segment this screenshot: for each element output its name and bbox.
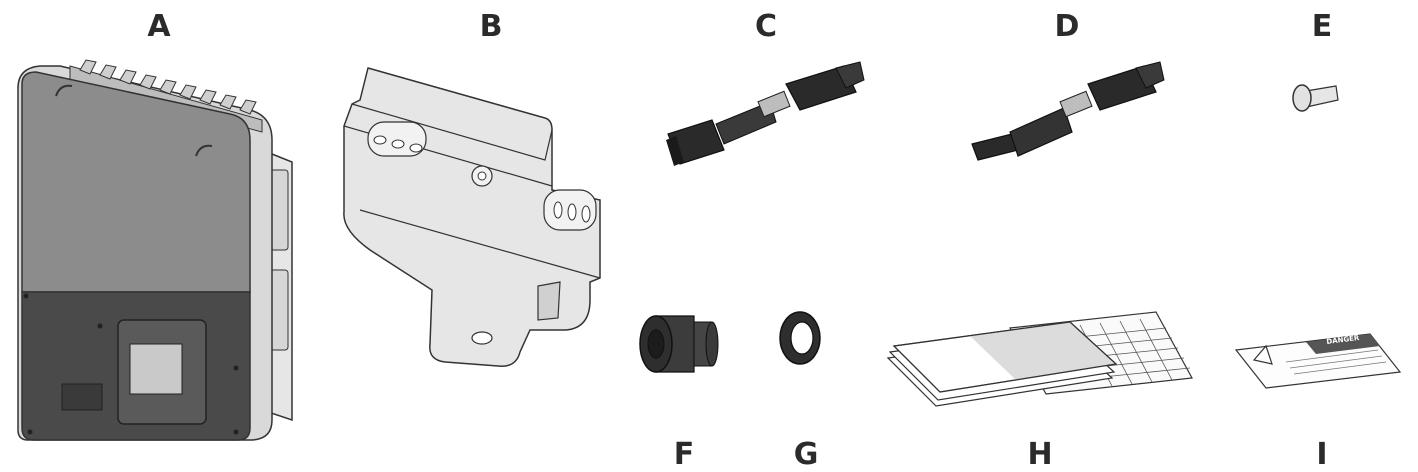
- documentation-illustration: [886, 311, 1193, 407]
- label-c: C: [754, 9, 778, 44]
- label-d: D: [1054, 9, 1080, 44]
- screw-illustration: [1292, 84, 1339, 112]
- cable-gland-illustration: [639, 315, 719, 373]
- label-b: B: [479, 9, 503, 44]
- dc-connector-negative-illustration: [666, 61, 865, 166]
- label-f: F: [673, 437, 695, 472]
- label-g: G: [793, 437, 819, 472]
- label-h: H: [1027, 437, 1053, 472]
- label-e: E: [1311, 9, 1333, 44]
- warning-label-illustration: [1234, 333, 1402, 389]
- inverter-illustration: [17, 59, 293, 441]
- dc-connector-positive-illustration: [971, 61, 1165, 161]
- wall-mounting-bracket-illustration: [343, 67, 601, 367]
- label-a: A: [147, 9, 171, 44]
- label-i: I: [1316, 437, 1328, 472]
- lock-nut-illustration: [779, 311, 821, 365]
